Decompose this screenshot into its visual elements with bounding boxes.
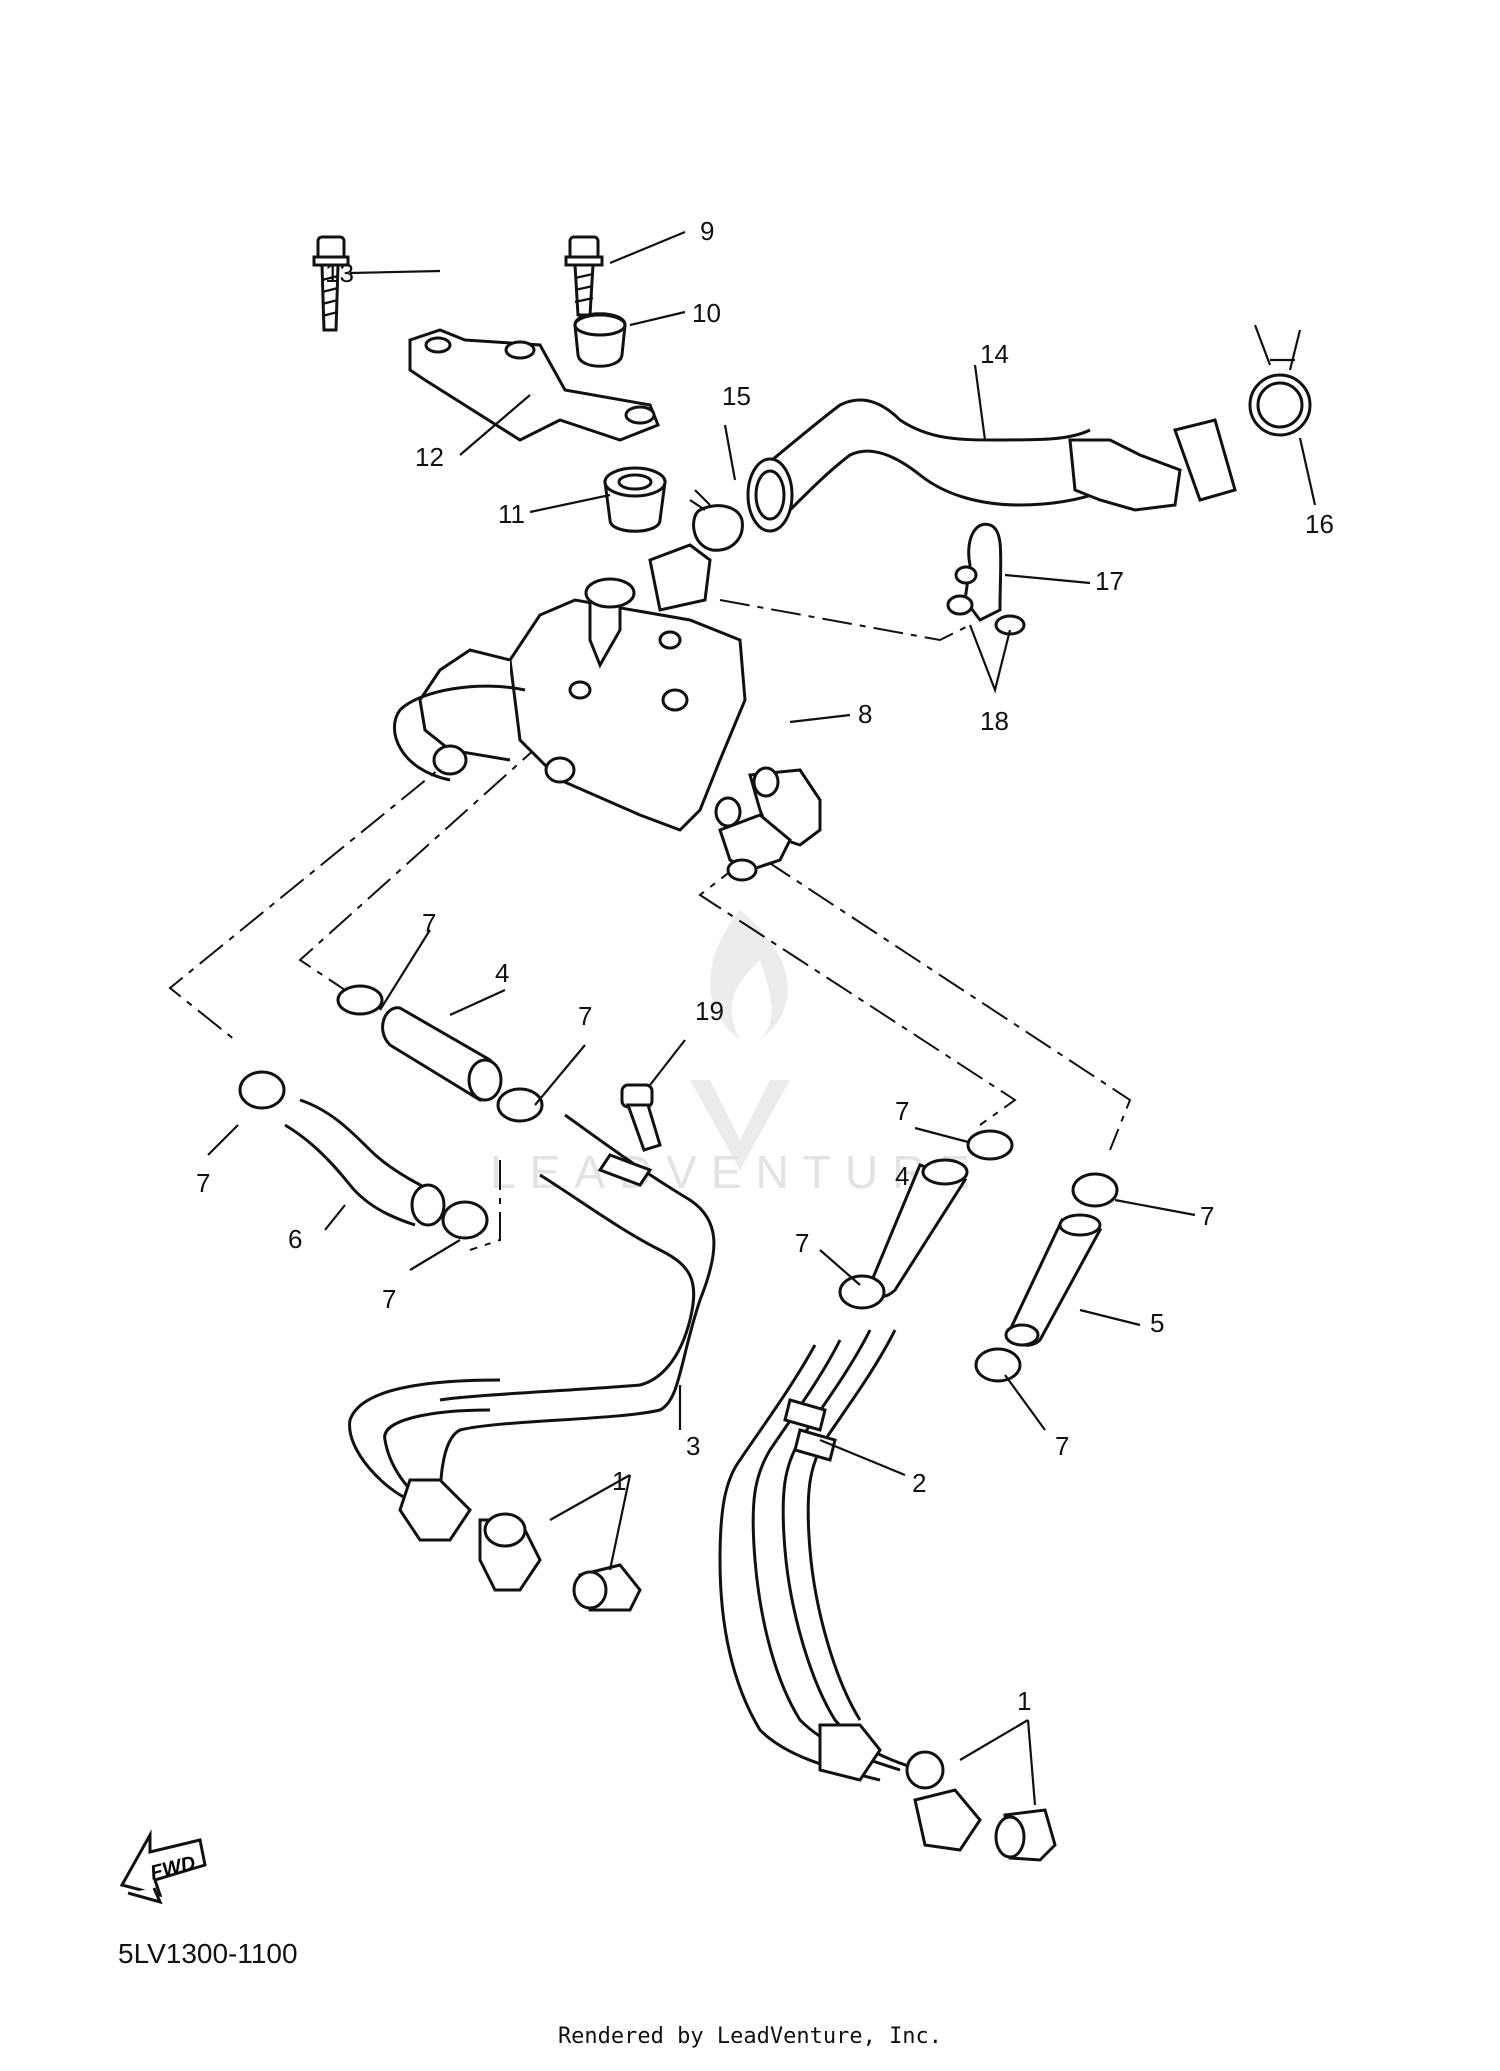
callout-6: 6 xyxy=(288,1224,302,1254)
routing-lines xyxy=(168,599,1132,1251)
callout-12: 12 xyxy=(415,442,444,472)
bolt-13[interactable] xyxy=(312,235,350,332)
bolt-9[interactable] xyxy=(564,235,604,317)
callout-7: 7 xyxy=(196,1168,210,1198)
callout-7: 7 xyxy=(895,1096,909,1126)
callout-7: 7 xyxy=(795,1228,809,1258)
callout-labels: 1 1 2 3 4 4 5 6 7 7 7 7 7 7 7 7 8 9 10 1… xyxy=(196,216,1334,1716)
reed-valve-1-right[interactable] xyxy=(905,1750,1057,1862)
callout-7: 7 xyxy=(1055,1431,1069,1461)
clamp-7-b[interactable] xyxy=(496,1087,544,1123)
clamp-7-f[interactable] xyxy=(1071,1172,1119,1208)
fwd-arrow-icon: FWD xyxy=(119,1829,207,1905)
diagram-code: 5LV1300-1100 xyxy=(118,1938,298,1969)
callout-9: 9 xyxy=(700,216,714,246)
clamp-16[interactable] xyxy=(1248,324,1312,437)
clamp-7-e[interactable] xyxy=(966,1129,1014,1161)
callout-15: 15 xyxy=(722,381,751,411)
clamp-18[interactable] xyxy=(946,594,1026,636)
credit-text: Rendered by LeadVenture, Inc. xyxy=(557,2024,943,2049)
clamp-7-c[interactable] xyxy=(238,1070,286,1110)
callout-13: 13 xyxy=(325,258,354,288)
callout-10: 10 xyxy=(692,298,721,328)
leader-lines xyxy=(207,230,1317,1806)
hose-14[interactable] xyxy=(746,398,1237,533)
callout-18: 18 xyxy=(980,706,1009,736)
callout-7: 7 xyxy=(382,1284,396,1314)
callout-7: 7 xyxy=(422,908,436,938)
pipe-2[interactable] xyxy=(718,1329,982,1852)
clamp-15[interactable] xyxy=(689,489,744,552)
callout-17: 17 xyxy=(1095,566,1124,596)
bolt-19[interactable] xyxy=(620,1083,662,1152)
callout-4: 4 xyxy=(895,1161,909,1191)
hose-5[interactable] xyxy=(1004,1213,1103,1347)
watermark-text: LEADVENTURE xyxy=(490,1146,984,1198)
callout-16: 16 xyxy=(1305,509,1334,539)
callout-7: 7 xyxy=(1200,1201,1214,1231)
callout-2: 2 xyxy=(912,1468,926,1498)
watermark-logo xyxy=(690,910,790,1170)
hose-17[interactable] xyxy=(954,522,1003,622)
callout-8: 8 xyxy=(858,699,872,729)
callout-11: 11 xyxy=(498,499,525,529)
clamp-7-g[interactable] xyxy=(838,1274,886,1310)
callout-14: 14 xyxy=(980,339,1009,369)
hose-6[interactable] xyxy=(284,1098,446,1227)
hose-4-upper[interactable] xyxy=(381,1006,503,1102)
callout-19: 19 xyxy=(695,996,724,1026)
clamp-7-h[interactable] xyxy=(974,1347,1022,1383)
bracket-12[interactable] xyxy=(408,328,660,442)
grommet-11[interactable] xyxy=(603,466,667,533)
callout-1: 1 xyxy=(1017,1686,1031,1716)
callout-1: 1 xyxy=(612,1466,626,1496)
clamp-7-a[interactable] xyxy=(336,984,384,1016)
air-cut-valve-8[interactable] xyxy=(393,543,822,882)
callout-7: 7 xyxy=(578,1001,592,1031)
clamp-7-d[interactable] xyxy=(441,1200,489,1240)
callout-4: 4 xyxy=(495,958,509,988)
callout-3: 3 xyxy=(686,1431,700,1461)
reed-valve-1-left[interactable] xyxy=(572,1563,642,1612)
grommet-10[interactable] xyxy=(573,312,627,368)
callout-5: 5 xyxy=(1150,1308,1164,1338)
pipe-3[interactable] xyxy=(348,1113,716,1592)
